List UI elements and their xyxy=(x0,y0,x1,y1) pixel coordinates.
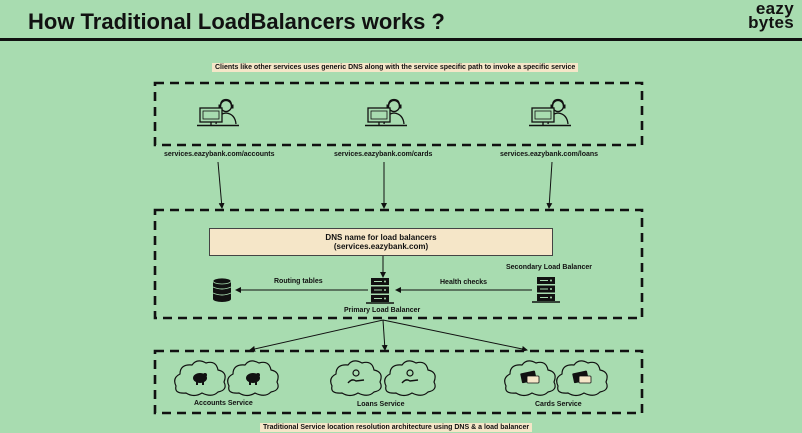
cards-service-label: Cards Service xyxy=(535,401,582,408)
header-divider xyxy=(0,38,802,41)
client-url-accounts: services.eazybank.com/accounts xyxy=(164,151,275,158)
user-at-computer-icon xyxy=(364,98,408,127)
lb-to-cards-arrow xyxy=(382,319,528,352)
load-balancer-container xyxy=(153,208,644,320)
client-url-cards: services.eazybank.com/cards xyxy=(334,151,433,158)
cloud-card-icon xyxy=(556,360,608,397)
dns-name-box: DNS name for load balancers (services.ea… xyxy=(209,228,553,256)
primary-lb-label: Primary Load Balancer xyxy=(344,307,421,314)
cloud-hand-coin-icon xyxy=(330,360,382,397)
cloud-hand-coin-icon xyxy=(384,360,436,397)
database-icon xyxy=(212,277,232,302)
logo-line-2: bytes xyxy=(748,13,794,32)
cloud-pig-icon xyxy=(174,360,226,397)
cloud-pig-icon xyxy=(227,360,279,397)
user-at-computer-icon xyxy=(196,98,240,127)
loans-to-dns-arrow xyxy=(546,161,553,209)
page-title: How Traditional LoadBalancers works ? xyxy=(28,9,445,34)
routing-tables-label: Routing tables xyxy=(274,278,323,285)
user-at-computer-icon xyxy=(528,98,572,127)
lb-to-accounts-arrow xyxy=(249,319,384,352)
logo-line-1: eazy xyxy=(755,0,794,18)
loans-service-label: Loans Service xyxy=(357,401,405,408)
intro-caption: Clients like other services uses generic… xyxy=(212,63,579,72)
secondary-lb-label: Secondary Load Balancer xyxy=(506,264,592,271)
primary-load-balancer-icon xyxy=(370,277,390,303)
eazybytes-logo: eazy bytes xyxy=(748,0,794,32)
cloud-card-icon xyxy=(504,360,556,397)
clients-container xyxy=(153,81,644,147)
secondary-load-balancer-icon xyxy=(536,276,556,302)
footer-caption: Traditional Service location resolution … xyxy=(260,423,533,432)
dns-line-1: DNS name for load balancers xyxy=(325,233,437,242)
dns-line-2: (services.eazybank.com) xyxy=(333,242,429,251)
health-checks-label: Health checks xyxy=(440,279,488,286)
accounts-service-label: Accounts Service xyxy=(194,400,253,407)
lb-to-loans-arrow xyxy=(381,319,388,351)
accounts-to-dns-arrow xyxy=(217,161,225,209)
client-url-loans: services.eazybank.com/loans xyxy=(500,151,599,158)
services-container xyxy=(153,349,644,415)
